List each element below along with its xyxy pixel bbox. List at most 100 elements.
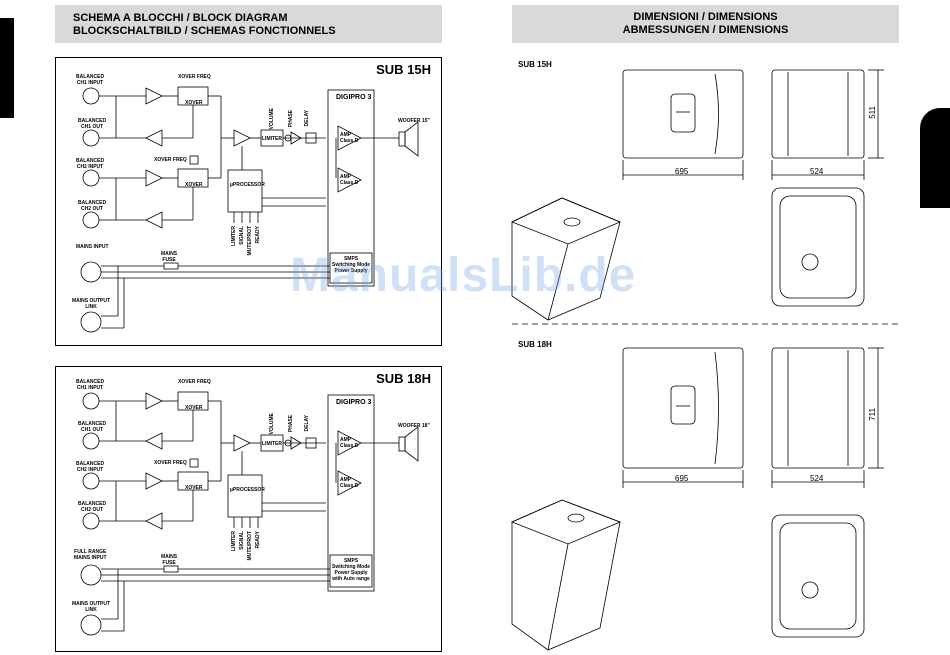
fuse-line2: FUSE [162,257,176,263]
left-header-line1: SCHEMA A BLOCCHI / BLOCK DIAGRAM [73,12,288,24]
label-woofer: WOOFER 18" [398,423,430,429]
smps-line2: Switching Mode [332,262,371,268]
fuse-line1: MAINS [161,251,178,257]
sub18h-height: 711 [868,408,877,421]
block-diagram-sub15h: SUB 15H [55,57,442,346]
label-xover-freq-2: XOVER FREQ [154,157,187,163]
label-mains-input: MAINS INPUT [76,244,109,250]
smps-line1: SMPS [343,558,359,564]
sub15h-depth: 524 [810,167,824,176]
block-diagram-wiring-2 [80,391,419,636]
sub15h-width: 695 [675,167,689,176]
block-diagram-sub18h: SUB 18H [55,366,442,652]
mi-line2: MAINS INPUT [74,555,107,561]
label-xover-freq: XOVER FREQ [178,379,211,385]
sub18h-depth: 524 [810,474,824,483]
in2-line2: CH2 INPUT [76,467,104,473]
amp2-class: Class D [340,180,359,186]
smps-line3: Power Supply [334,570,368,576]
label-digipro: DIGIPRO 3 [336,399,372,406]
label-digipro: DIGIPRO 3 [336,94,372,101]
out2-line2: CH2 OUT [81,507,103,513]
smps-line1: SMPS [343,256,359,262]
out1-line2: CH1 OUT [81,427,103,433]
out1-line1: BALANCED [78,118,107,124]
out2-line1: BALANCED [78,501,107,507]
smps-line4: with Auto range [332,576,370,582]
block-diagram-wiring [80,86,419,333]
right-header: DIMENSIONI / DIMENSIONS ABMESSUNGEN / DI… [512,5,899,43]
right-header-line2: ABMESSUNGEN / DIMENSIONS [622,24,789,36]
label-xover-freq: XOVER FREQ [178,74,211,80]
label-xover-freq-2: XOVER FREQ [154,460,187,466]
right-edge-tab [920,108,950,208]
amp2-class: Class D [340,483,359,489]
label-xover-2: XOVER [185,182,203,188]
label-uprocessor: µPROCESSOR [230,182,265,188]
out1-line1: BALANCED [78,421,107,427]
sub15h-height: 511 [868,106,877,119]
mo-line1: MAINS OUTPUT [72,298,111,304]
label-uprocessor: µPROCESSOR [230,487,265,493]
smps-line2: Switching Mode [332,564,371,570]
fuse-line1: MAINS [161,554,178,560]
in2-line2: CH2 INPUT [76,164,104,170]
left-edge-tab [0,18,14,118]
left-header: SCHEMA A BLOCCHI / BLOCK DIAGRAM BLOCKSC… [55,5,442,43]
mo-line2: LINK [85,607,97,613]
amp1: AMP [340,132,352,138]
label-xover-2: XOVER [185,485,203,491]
left-header-line2: BLOCKSCHALTBILD / SCHEMAS FONCTIONNELS [73,25,336,37]
smps-line3: Power Supply [334,268,368,274]
out2-line1: BALANCED [78,200,107,206]
in1-line2: CH1 INPUT [76,80,104,86]
amp1-class: Class D [340,138,359,144]
mo-line2: LINK [85,304,97,310]
amp2: AMP [340,174,352,180]
mo-line1: MAINS OUTPUT [72,601,111,607]
in1-line1: BALANCED [76,379,105,385]
in1-line1: BALANCED [76,74,105,80]
label-xover-1: XOVER [185,100,203,106]
amp1: AMP [340,437,352,443]
diagram-title-2: SUB 18H [376,371,431,386]
out2-line2: CH2 OUT [81,206,103,212]
diagram-title: SUB 15H [376,62,431,77]
label-xover-1: XOVER [185,405,203,411]
dims-sub18h-label: SUB 18H [518,340,552,349]
sub18h-width: 695 [675,474,689,483]
mi-line1: FULL RANGE [74,549,107,555]
amp2: AMP [340,477,352,483]
label-limiter: LIMITER [262,136,282,142]
in2-line1: BALANCED [76,461,105,467]
out1-line2: CH1 OUT [81,124,103,130]
dims-sub15h-label: SUB 15H [518,60,552,69]
fuse-line2: FUSE [162,560,176,566]
label-woofer: WOOFER 15" [398,118,430,124]
in1-line2: CH1 INPUT [76,385,104,391]
in2-line1: BALANCED [76,158,105,164]
amp1-class: Class D [340,443,359,449]
label-limiter: LIMITER [262,441,282,447]
right-header-line1: DIMENSIONI / DIMENSIONS [633,11,778,23]
